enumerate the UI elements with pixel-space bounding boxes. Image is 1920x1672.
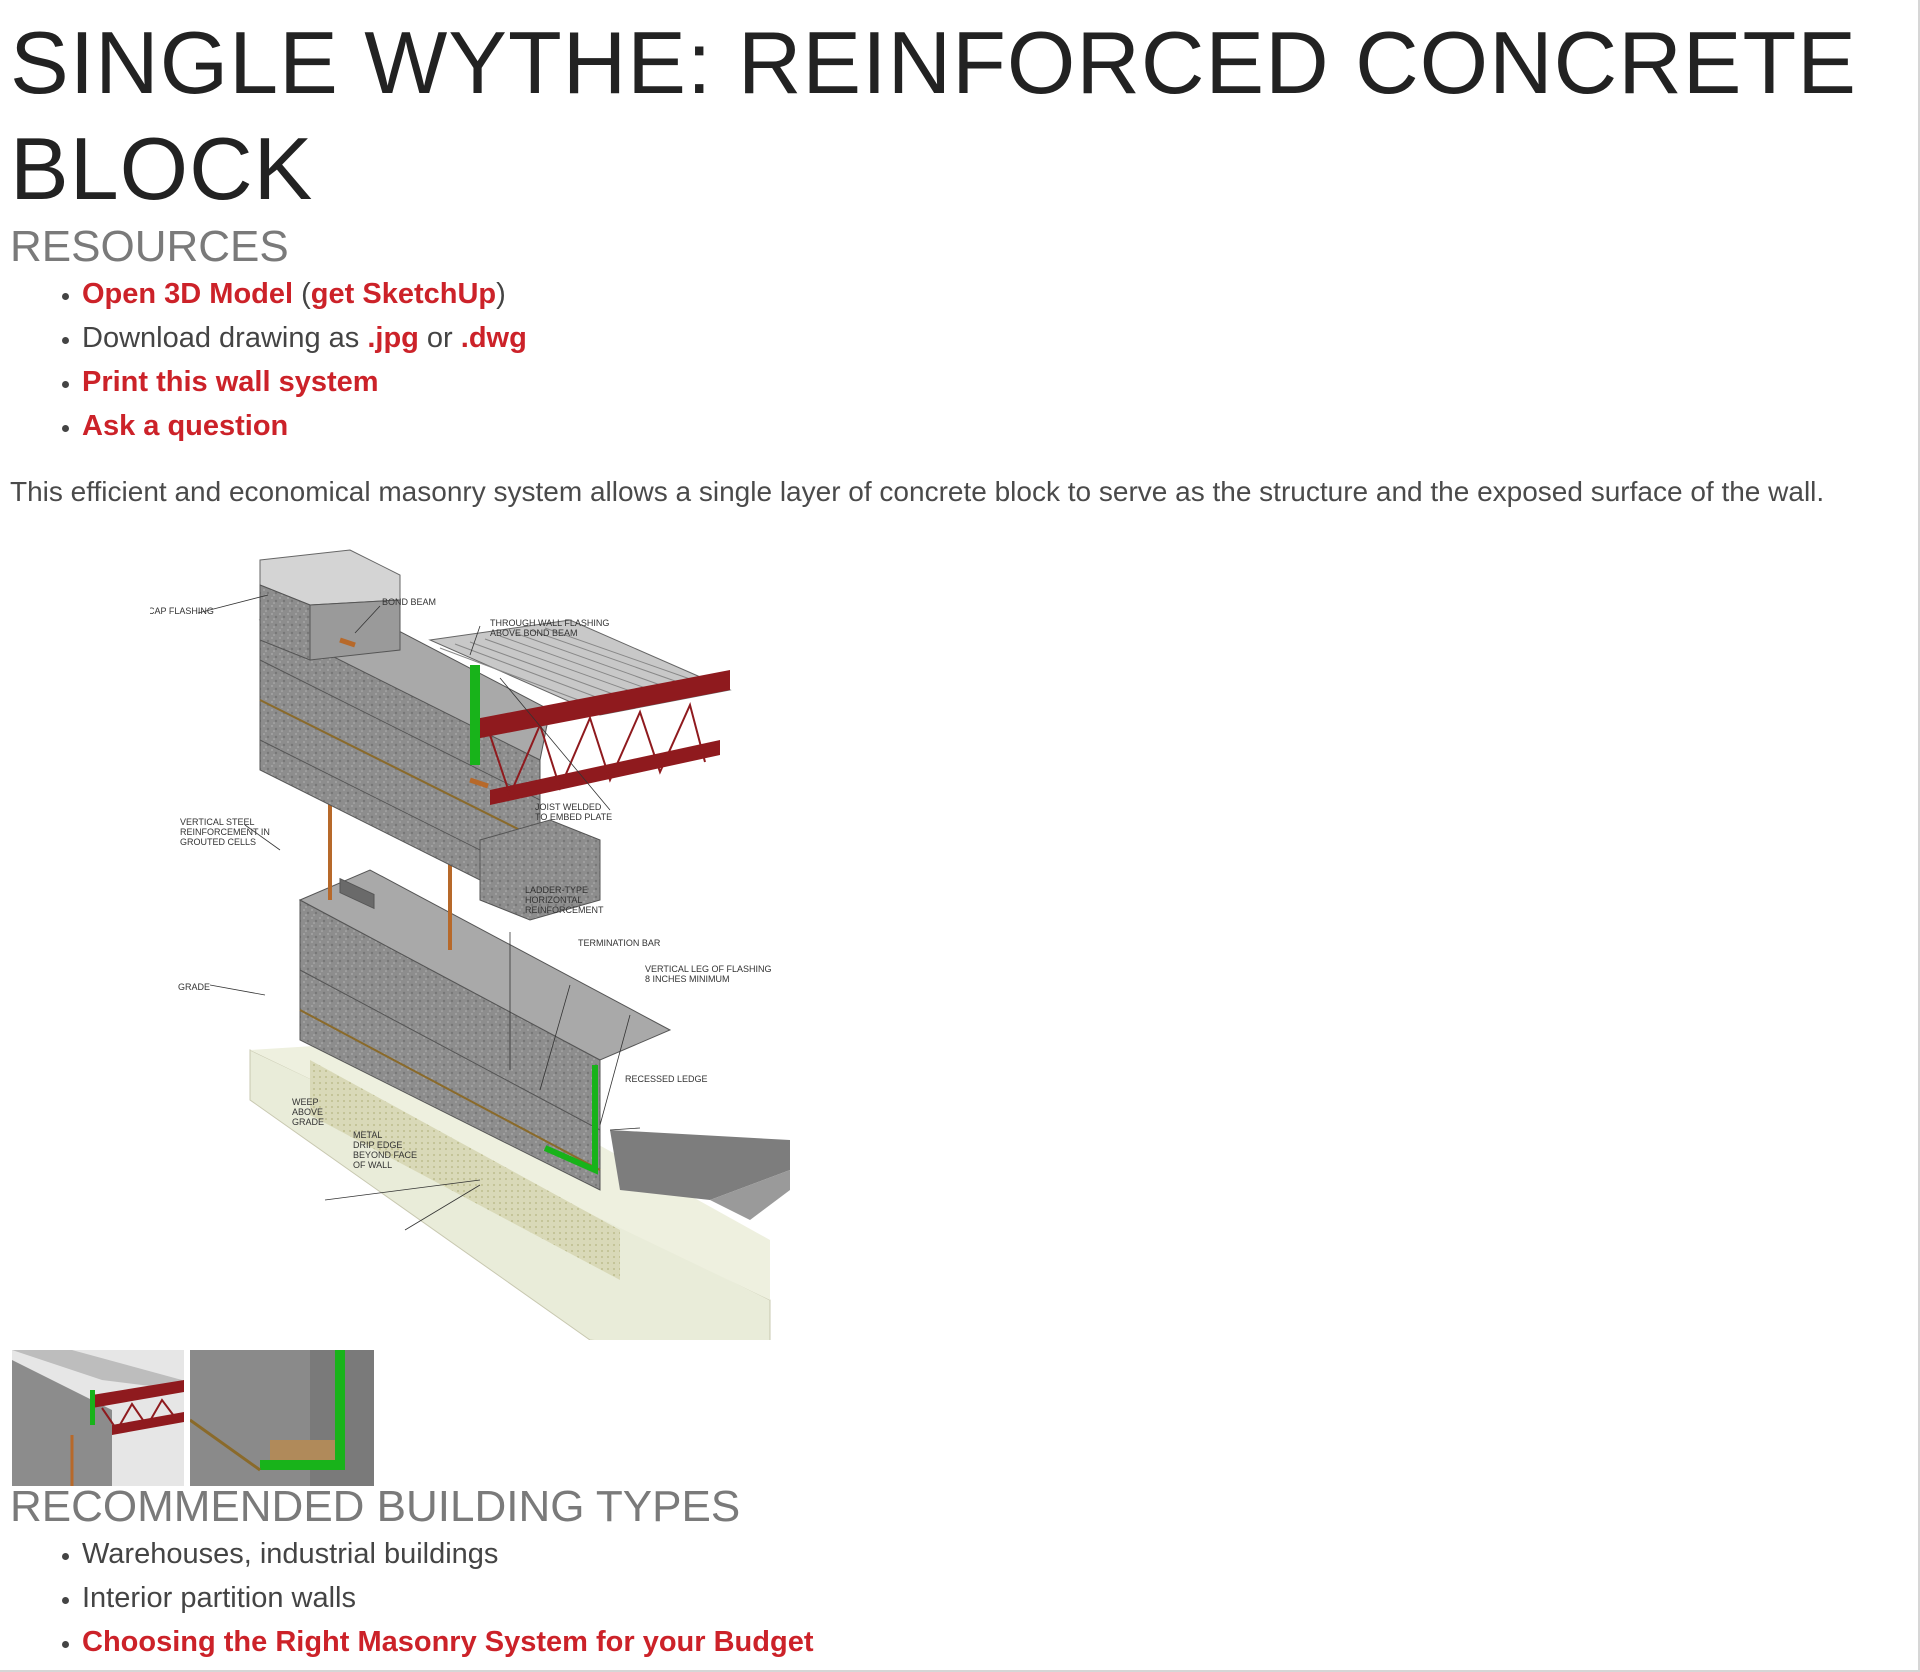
choosing-masonry-system-link[interactable]: Choosing the Right Masonry System for yo… xyxy=(82,1626,814,1658)
label-joist-2: TO EMBED PLATE xyxy=(535,812,612,822)
get-sketchup-link[interactable]: get SketchUp xyxy=(310,278,497,310)
label-vertical-steel-2: REINFORCEMENT IN xyxy=(180,827,270,837)
label-drip-2: DRIP EDGE xyxy=(353,1140,402,1150)
label-vertical-leg-1: VERTICAL LEG OF FLASHING xyxy=(645,964,772,974)
label-vertical-steel-3: GROUTED CELLS xyxy=(180,837,256,847)
label-ladder-2: HORIZONTAL xyxy=(525,895,582,905)
label-weep-1: WEEP xyxy=(292,1097,319,1107)
thumbnail-1[interactable] xyxy=(12,1350,184,1486)
page-title-line1: SINGLE WYTHE: REINFORCED CONCRETE xyxy=(10,13,1857,112)
label-cap-flashing: CAP FLASHING xyxy=(150,606,214,616)
download-text: Download drawing as xyxy=(82,322,368,354)
label-weep-3: GRADE xyxy=(292,1117,324,1127)
label-drip-1: METAL xyxy=(353,1130,382,1140)
label-joist-1: JOIST WELDED xyxy=(535,802,602,812)
label-vertical-steel-1: VERTICAL STEEL xyxy=(180,817,255,827)
print-wall-system-link[interactable]: Print this wall system xyxy=(82,366,379,398)
intro-paragraph: This efficient and economical masonry sy… xyxy=(10,476,1825,507)
label-ladder-1: LADDER-TYPE xyxy=(525,885,588,895)
label-termination-bar: TERMINATION BAR xyxy=(578,938,661,948)
label-ladder-3: REINFORCEMENT xyxy=(525,905,604,915)
paren-open: ( xyxy=(293,278,311,310)
list-item: Warehouses, industrial buildings xyxy=(82,1532,1910,1576)
label-drip-4: OF WALL xyxy=(353,1160,392,1170)
label-drip-3: BEYOND FACE xyxy=(353,1150,417,1160)
list-item: Choosing the Right Masonry System for yo… xyxy=(82,1620,1910,1664)
open-3d-model-link[interactable]: Open 3D Model xyxy=(82,278,294,310)
thumbnail-1-image xyxy=(12,1350,184,1486)
thumbnail-strip xyxy=(12,1350,374,1486)
label-through-wall-2: ABOVE BOND BEAM xyxy=(490,628,578,638)
list-item: Download drawing as .jpg or .dwg xyxy=(82,316,1910,360)
list-item: Open 3D Model (get SketchUp) xyxy=(82,272,1910,316)
thumbnail-2-image xyxy=(190,1350,374,1486)
label-through-wall-1: THROUGH WALL FLASHING xyxy=(490,618,609,628)
list-item: Interior partition walls xyxy=(82,1576,1910,1620)
page-title-line2: BLOCK xyxy=(10,119,314,218)
building-types-list: Warehouses, industrial buildings Interio… xyxy=(10,1532,1910,1664)
download-jpg-link[interactable]: .jpg xyxy=(367,322,419,354)
page-title: SINGLE WYTHE: REINFORCED CONCRETE BLOCK xyxy=(10,0,1910,222)
or-text: or xyxy=(418,322,461,354)
thumbnail-2[interactable] xyxy=(190,1350,374,1486)
label-grade: GRADE xyxy=(178,982,210,992)
download-dwg-link[interactable]: .dwg xyxy=(460,322,527,354)
building-types-heading: RECOMMENDED BUILDING TYPES xyxy=(10,1482,741,1531)
wall-section-drawing[interactable]: CAP FLASHING BOND BEAM THROUGH WALL FLAS… xyxy=(148,540,930,1361)
ask-question-link[interactable]: Ask a question xyxy=(82,410,289,442)
wall-section-svg: CAP FLASHING BOND BEAM THROUGH WALL FLAS… xyxy=(148,549,790,1361)
page-content: SINGLE WYTHE: REINFORCED CONCRETE BLOCK … xyxy=(10,0,1910,510)
building-types-section: RECOMMENDED BUILDING TYPES Warehouses, i… xyxy=(10,1482,1910,1664)
list-item: Print this wall system xyxy=(82,360,1910,404)
resources-list: Open 3D Model (get SketchUp) Download dr… xyxy=(10,272,1910,448)
label-weep-2: ABOVE xyxy=(292,1107,323,1117)
list-item: Ask a question xyxy=(82,404,1910,448)
label-bond-beam: BOND BEAM xyxy=(382,597,436,607)
label-vertical-leg-2: 8 INCHES MINIMUM xyxy=(645,974,730,984)
paren-close: ) xyxy=(496,278,506,310)
label-recessed-ledge: RECESSED LEDGE xyxy=(625,1074,708,1084)
resources-heading: RESOURCES xyxy=(10,222,289,271)
